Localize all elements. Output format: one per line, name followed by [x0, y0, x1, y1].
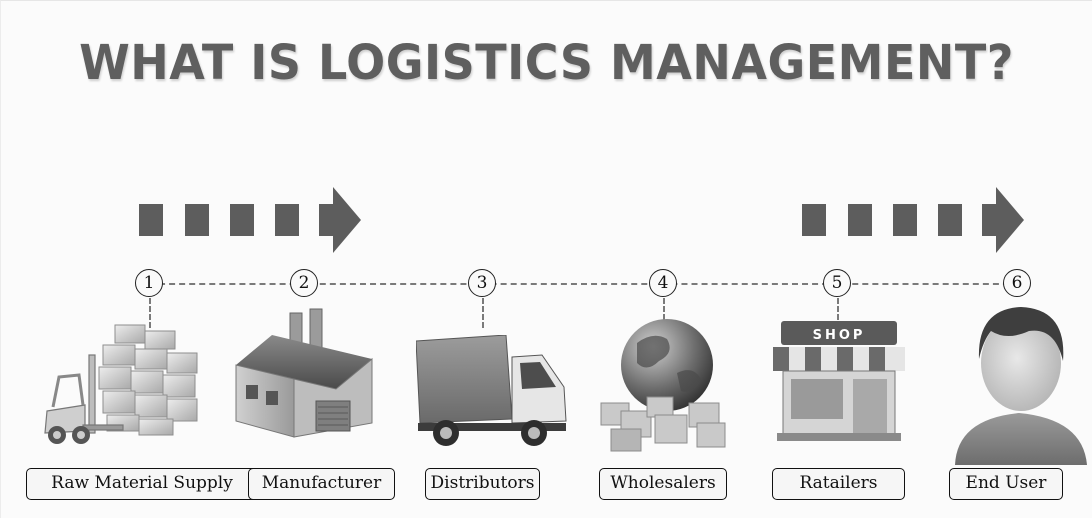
- stage-connector: [837, 298, 839, 328]
- stage-label: End User: [949, 468, 1063, 500]
- arrow-block: [230, 204, 254, 236]
- flow-arrow-left: [139, 187, 369, 253]
- stage-label: Raw Material Supply: [26, 468, 258, 500]
- stage-connector: [482, 298, 484, 328]
- stage-label: Wholesalers: [599, 468, 727, 500]
- flow-arrow-right: [802, 187, 1032, 253]
- user-icon: [955, 307, 1087, 465]
- arrow-head-icon: [996, 187, 1024, 253]
- stage-number: 6: [1003, 269, 1031, 297]
- diagram-title: WHAT IS LOGISTICS MANAGEMENT?: [79, 33, 1014, 91]
- factory-icon: [235, 308, 373, 438]
- stage-ratailers: 5 SHOP Ratailers: [772, 1, 905, 518]
- stage-connector: [663, 298, 665, 328]
- shop-sign: SHOP: [813, 328, 866, 343]
- stage-number: 4: [649, 269, 677, 297]
- stage-distributors: 3 Distributors: [416, 1, 567, 518]
- stage-wholesalers: 4 Wholesalers: [599, 1, 727, 518]
- shop-icon: SHOP: [773, 321, 905, 441]
- arrow-block: [893, 204, 917, 236]
- stage-number: 1: [135, 269, 163, 297]
- stage-number: 2: [290, 269, 318, 297]
- truck-icon: [416, 335, 567, 446]
- stage-raw-material-supply: 1 Raw Material Supply: [26, 1, 258, 518]
- stage-label: Distributors: [425, 468, 540, 500]
- stage-label: Manufacturer: [248, 468, 395, 500]
- arrow-block: [275, 204, 299, 236]
- stage-number: 3: [468, 269, 496, 297]
- arrow-shaft: [319, 204, 333, 236]
- arrow-block: [938, 204, 962, 236]
- arrow-head-icon: [333, 187, 361, 253]
- stage-end-user: 6 End User: [949, 1, 1087, 518]
- arrow-block: [802, 204, 826, 236]
- stage-connector: [149, 298, 151, 328]
- arrow-block: [848, 204, 872, 236]
- arrow-block: [139, 204, 163, 236]
- globe-boxes-icon: [600, 319, 726, 452]
- arrow-shaft: [982, 204, 996, 236]
- stage-number: 5: [823, 269, 851, 297]
- stage-manufacturer: 2 Manufacturer: [235, 1, 395, 518]
- forklift-boxes-icon: [44, 324, 198, 444]
- stage-label: Ratailers: [772, 468, 905, 500]
- timeline-connector: [149, 283, 1019, 285]
- arrow-block: [185, 204, 209, 236]
